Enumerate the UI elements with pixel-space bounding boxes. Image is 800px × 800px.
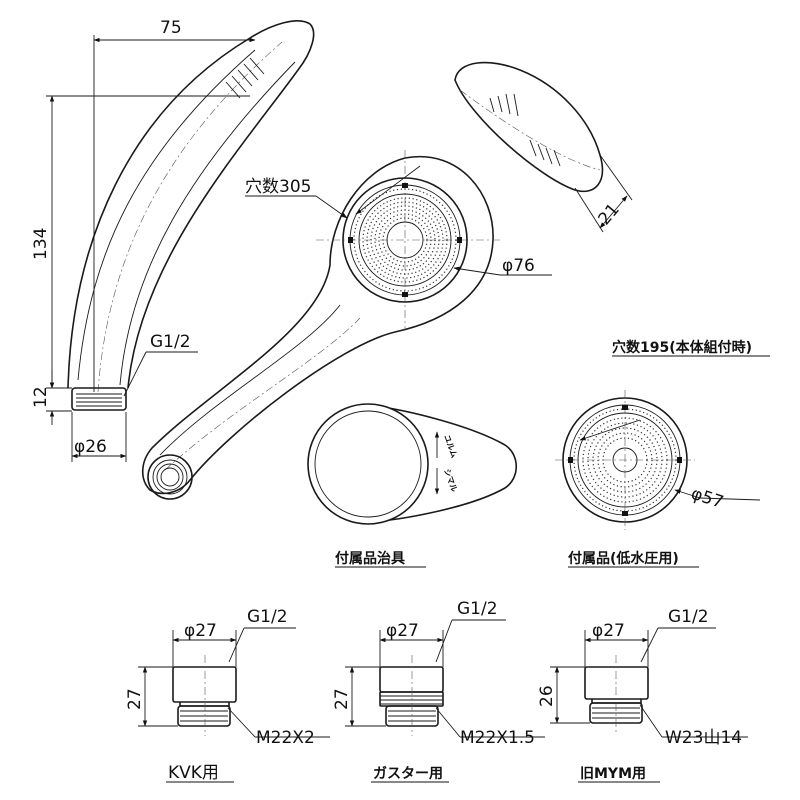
mym-thread-bottom: W23山14: [665, 728, 742, 748]
holes-label-305: 穴数305: [245, 177, 311, 197]
mym-caption: 旧MYM用: [580, 766, 646, 782]
dim-thread-length-12: 12: [31, 386, 51, 408]
jig-outline: [369, 405, 518, 523]
mym-thread-top: G1/2: [668, 607, 709, 627]
head-side-view: 75 134 12 G1/2 φ26: [31, 18, 315, 462]
adapter-gastar: φ27 G1/2 27 M22X1.5 ガスター用: [332, 599, 545, 783]
jig-arrow-text-loosen: ユルム: [442, 434, 459, 459]
gastar-thread-top: G1/2: [457, 599, 498, 619]
mym-dim-height: 26: [537, 685, 557, 707]
dim-height-134: 134: [31, 228, 51, 260]
plate-caption: 付属品(低水圧用): [568, 550, 679, 567]
gastar-dim-diameter: φ27: [386, 621, 419, 641]
gastar-dim-height: 27: [332, 688, 352, 710]
jig-view: ユルム シマル 付属品治具: [307, 403, 518, 568]
top-profile-outline: [454, 61, 604, 193]
dim-diameter-26: φ26: [74, 437, 107, 457]
kvk-thread-top: G1/2: [247, 607, 288, 627]
kvk-caption: KVK用: [168, 763, 219, 783]
spray-face-view: 穴数305 φ76: [141, 150, 552, 500]
dim-diameter-57: φ57: [688, 484, 725, 513]
gastar-thread-bottom: M22X1.5: [460, 728, 535, 748]
adapter-kvk: φ27 G1/2 27 M22X2 KVK用: [125, 607, 330, 783]
kvk-thread-bottom: M22X2: [256, 728, 315, 748]
gastar-caption: ガスター用: [373, 766, 443, 782]
jig-caption: 付属品治具: [335, 550, 405, 567]
handle-outline: [141, 155, 494, 495]
top-profile-view: 21: [454, 61, 633, 233]
dim-diameter-76: φ76: [502, 256, 535, 276]
kvk-dim-height: 27: [125, 688, 145, 710]
head-body-outline: [67, 20, 315, 389]
thread-label-g12: G1/2: [150, 332, 191, 352]
adapter-old-mym: φ27 G1/2 26 W23山14 旧MYM用: [537, 607, 748, 783]
jig-arrow-text-tighten: シマル: [442, 468, 459, 494]
dim-width-75: 75: [160, 18, 182, 38]
kvk-dim-diameter: φ27: [184, 621, 217, 641]
spray-face-rim: [342, 177, 468, 303]
holes-label-195: 穴数195(本体組付時): [612, 339, 752, 356]
head-fitting: [71, 387, 127, 411]
mym-dim-diameter: φ27: [592, 621, 625, 641]
low-pressure-plate-view: 穴数195(本体組付時) φ57 付属品(低水圧用): [555, 339, 770, 568]
